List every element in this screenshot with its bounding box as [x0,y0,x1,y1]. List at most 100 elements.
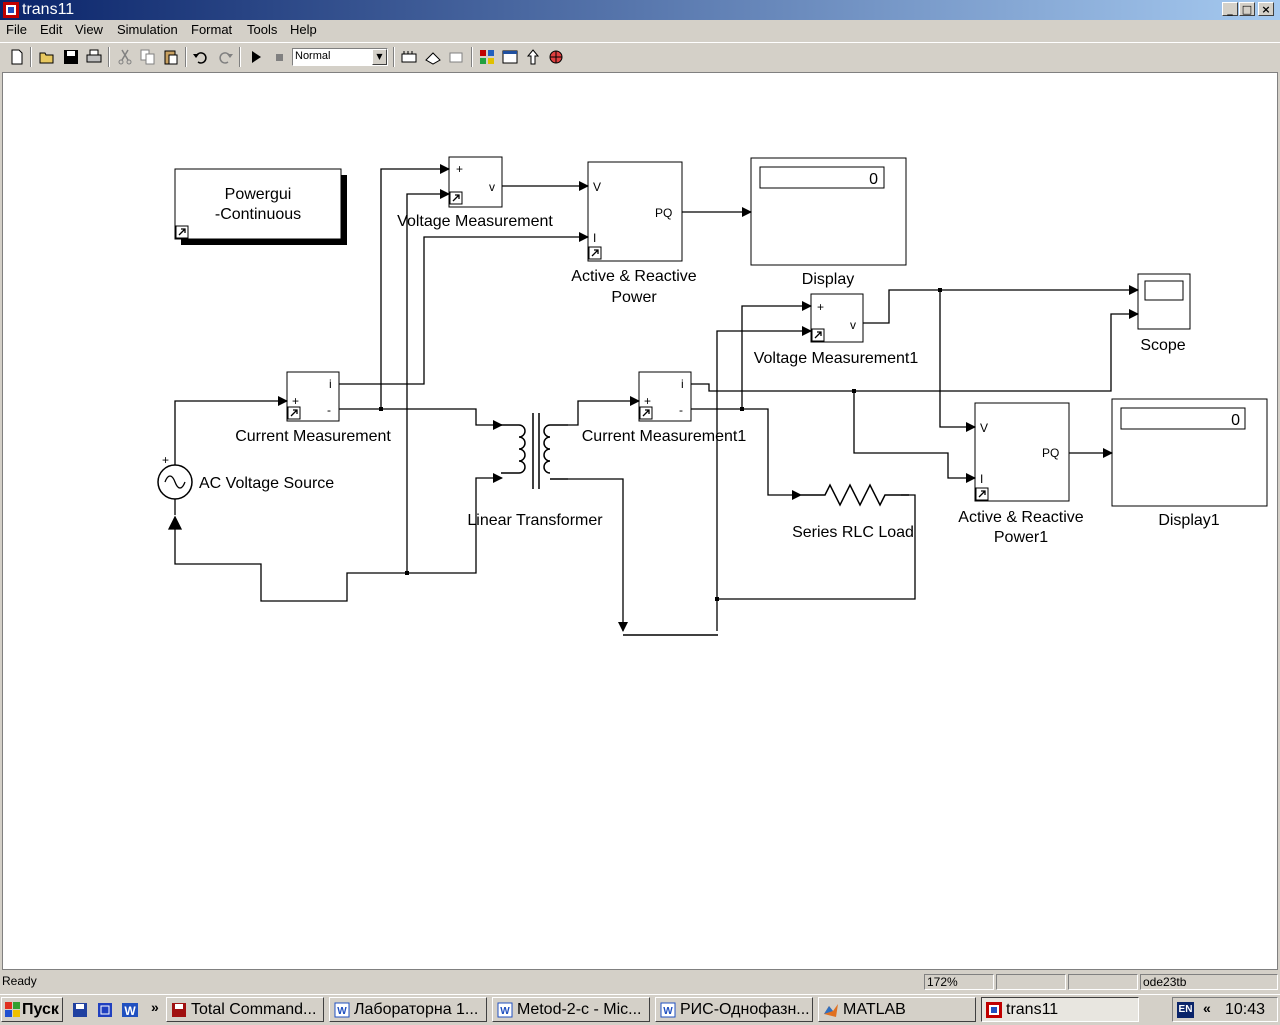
menu-tools[interactable]: Tools [247,22,278,37]
cm1-i-port: i [681,377,684,391]
scope-block[interactable] [1137,273,1191,330]
display-label: Display [802,271,854,288]
current-measurement-label: Current Measurement [235,428,391,445]
matlab-icon [824,1004,838,1017]
toolbar-separator [108,47,110,67]
windows-logo-icon [5,1002,20,1017]
cm1-plus-port: + [644,394,651,408]
floppy-icon [172,1003,186,1017]
tray-expand[interactable]: « [1203,1000,1211,1016]
toolbar-separator [471,47,473,67]
menu-file[interactable]: File [6,22,27,37]
current-measurement-block[interactable]: i + - [286,371,340,422]
active-reactive-power-block[interactable]: V I PQ [587,161,683,262]
menu-format[interactable]: Format [191,22,233,37]
cm1-minus-port: - [679,403,683,417]
title-bar[interactable]: trans11 _ □ × [0,0,1280,20]
debug-icon[interactable] [547,48,565,66]
menu-view[interactable]: View [75,22,103,37]
toolbar-separator [239,47,241,67]
start-button[interactable]: Пуск [1,997,63,1022]
print-icon[interactable] [85,48,103,66]
save-icon[interactable] [62,48,80,66]
pq-i-port: I [593,231,596,245]
update-diagram-icon[interactable] [424,48,442,66]
menu-help[interactable]: Help [290,22,317,37]
model-canvas[interactable]: Powergui -Continuous + v Voltage Measure… [2,72,1278,970]
open-icon[interactable] [38,48,56,66]
quicklaunch-save-icon[interactable] [71,1001,89,1019]
current-measurement1-block[interactable]: i + - [638,371,692,422]
model-explorer-icon[interactable] [501,48,519,66]
display-block[interactable]: 0 [750,157,907,266]
active-reactive-power1-block[interactable]: V I PQ [974,402,1070,502]
language-indicator[interactable]: EN [1177,1002,1194,1018]
close-button[interactable]: × [1258,2,1274,16]
cut-icon[interactable] [116,48,134,66]
active-reactive-power-label-1: Active & Reactive [571,268,696,285]
maximize-button[interactable]: □ [1239,2,1255,16]
voltage-measurement-block[interactable]: + v [448,156,503,208]
simulation-mode-value: Normal [295,50,331,62]
active-reactive-power-label-2: Power [611,289,657,306]
powergui-block[interactable]: Powergui -Continuous [174,168,347,245]
menu-edit[interactable]: Edit [40,22,63,37]
word-document-icon: W [660,1002,676,1018]
simulink-icon [986,1002,1002,1018]
menu-simulation[interactable]: Simulation [117,22,178,37]
toolbar-separator [30,47,32,67]
active-reactive-power1-label-1: Active & Reactive [958,509,1083,526]
svg-text:W: W [337,1006,347,1017]
library-browser-icon[interactable] [478,48,496,66]
task-label: MATLAB [843,1001,906,1018]
task-total-commander[interactable]: Total Command... [166,997,324,1022]
status-panel-empty-1 [996,974,1066,990]
go-to-parent-icon[interactable] [524,48,542,66]
junction-dots [379,288,942,601]
start-simulation-icon[interactable] [247,48,265,66]
clock[interactable]: 10:43 [1225,1001,1266,1018]
cm-plus-port: + [292,394,299,408]
series-rlc-load-block[interactable] [801,483,909,507]
undo-icon[interactable] [192,48,210,66]
active-reactive-power1-label-2: Power1 [994,529,1048,546]
pq1-out-port: PQ [1042,446,1059,460]
quicklaunch-more[interactable]: » [151,999,159,1015]
display1-block[interactable]: 0 [1111,398,1268,507]
solver-name: ode23tb [1140,974,1278,990]
paste-icon[interactable] [162,48,180,66]
svg-text:W: W [500,1006,510,1017]
quicklaunch-app-icon[interactable] [96,1001,114,1019]
quicklaunch-word-icon[interactable]: W [121,1001,139,1019]
task-trans11[interactable]: trans11 [981,997,1139,1022]
stop-simulation-icon[interactable] [270,48,288,66]
chevron-down-icon[interactable]: ▼ [372,49,387,65]
task-metod[interactable]: W Metod-2-c - Mic... [492,997,650,1022]
ac-voltage-source-label: AC Voltage Source [199,475,334,492]
voltage-measurement1-label: Voltage Measurement1 [754,350,919,367]
task-label: Metod-2-c - Mic... [517,1001,642,1018]
redo-icon[interactable] [216,48,234,66]
powergui-label-1: Powergui [225,186,292,203]
build-icon[interactable] [400,48,418,66]
status-panel-empty-2 [1068,974,1138,990]
menu-bar: File Edit View Simulation Format Tools H… [0,20,1280,40]
voltage-measurement1-block[interactable]: + v [810,293,864,343]
simulation-mode-select[interactable]: Normal ▼ [292,48,388,66]
zoom-level: 172% [924,974,994,990]
copy-icon[interactable] [139,48,157,66]
toolbar-separator [185,47,187,67]
vm-v-port: v [489,180,495,194]
word-document-icon: W [334,1002,350,1018]
display1-value: 0 [1231,412,1240,429]
task-ris[interactable]: W РИС-Однофазн... [655,997,813,1022]
new-model-icon[interactable] [8,48,26,66]
linear-transformer-label: Linear Transformer [467,512,603,529]
task-laboratorna[interactable]: W Лабораторна 1... [329,997,487,1022]
minimize-button[interactable]: _ [1222,2,1238,16]
linear-transformer-block[interactable] [501,413,568,489]
task-label: Лабораторна 1... [354,1001,479,1018]
display1-label: Display1 [1158,512,1219,529]
task-matlab[interactable]: MATLAB [818,997,976,1022]
incremental-build-icon[interactable] [447,48,465,66]
